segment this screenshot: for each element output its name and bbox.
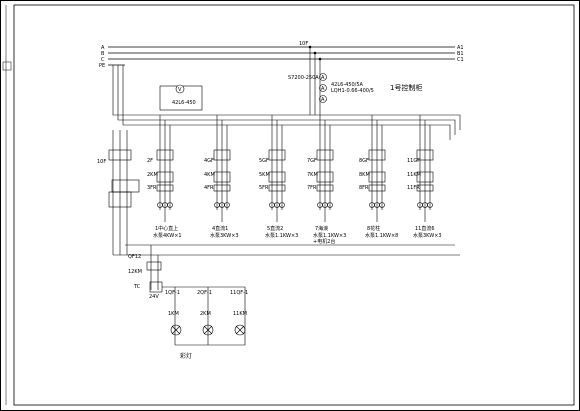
branch-6-note: 水泵3KW×3: [413, 232, 442, 239]
branch-4-note2: +电机2台: [313, 238, 335, 245]
incoming-unit: [108, 130, 140, 255]
light-switch-2: 2QF-1: [197, 290, 212, 296]
light-contactor-3: 11KM: [233, 311, 247, 317]
branch-3-breaker: 5GF: [259, 158, 269, 164]
light-contactor-1: 1KM: [168, 311, 179, 317]
title-strip-mark: [2, 61, 12, 71]
inner-frame: [13, 4, 575, 406]
lighting-circuit: [146, 245, 246, 346]
branch-4-note: 水泵1.1KW×3: [313, 232, 346, 239]
branch-5-note: 水泵1.1KW×8: [365, 232, 398, 239]
branch-3: [268, 115, 286, 222]
ammeter-model: 42L6-450/5A: [331, 82, 364, 88]
branch-2-relay: 4FR: [204, 185, 214, 191]
ammeter-icon-1: [319, 73, 327, 81]
branch-4: [316, 115, 334, 222]
branch-3-contactor: 5KM: [259, 172, 270, 178]
branch-5-relay: 8FR: [359, 185, 369, 191]
bus-label-a: A: [101, 45, 105, 51]
bus-label-pe: PE: [99, 63, 105, 69]
light-contactor-2: 2KM: [200, 311, 211, 317]
branch-1-contactor: 2KM: [147, 172, 158, 178]
branch-4-relay: 7FR: [307, 185, 317, 191]
voltmeter-model: 42L6-450: [172, 100, 196, 106]
branch-6-relay: 11FR: [407, 185, 420, 191]
branch-2-breaker: 4GF: [204, 158, 214, 164]
branch-6-contactor: 11KM: [407, 172, 421, 178]
bus-right-a1: A1: [457, 45, 464, 51]
bus-taps: [308, 45, 322, 72]
branch-2: [213, 115, 231, 222]
branch-5-name: 8花柱: [367, 225, 380, 232]
light-contactor: 12KM: [128, 269, 142, 275]
light-transformer: TC: [133, 284, 141, 290]
light-switch-1: 1QF-1: [165, 290, 180, 296]
branch-circuits: 2F2KM3FR1中心直上水泵4KW×14GF4KM4FR4直流1水泵3KW×3…: [147, 115, 442, 245]
branch-5-contactor: 8KM: [359, 172, 370, 178]
bus-right-c1: C1: [457, 57, 464, 63]
lamp-icon-2: [202, 324, 214, 336]
branch-6-name: 11直流6: [415, 225, 435, 232]
light-voltage: 24V: [149, 294, 159, 300]
ammeter-group: [309, 72, 327, 115]
ammeter-symbol-2: A: [321, 86, 325, 92]
branch-5: [368, 115, 386, 222]
branch-1-name: 1中心直上: [155, 225, 178, 232]
branch-1-note: 水泵4KW×1: [153, 232, 182, 239]
ammeter-icon-2: [319, 84, 327, 92]
branch-6-breaker: 11GF: [407, 158, 420, 164]
branch-3-name: 5直流2: [267, 225, 283, 232]
branch-3-note: 水泵1.1KW×3: [265, 232, 298, 239]
light-label: 彩灯: [180, 352, 192, 360]
branch-1-relay: 3FR: [147, 185, 157, 191]
bus-right-b1: B1: [457, 51, 464, 57]
control-bus: [113, 244, 460, 256]
lamp-icon-3: [234, 324, 246, 336]
sheet-label: 1号控制柜: [390, 83, 422, 92]
branch-2-contactor: 4KM: [204, 172, 215, 178]
branch-4-name: 7海浪: [315, 225, 328, 232]
main-breaker-id: 10F: [299, 41, 308, 47]
bus-label-c: C: [101, 57, 105, 63]
light-breaker: QF12: [128, 254, 141, 260]
branch-2-name: 4直流1: [212, 225, 228, 232]
voltmeter-symbol: V: [178, 87, 182, 93]
ammeter-symbol-1: A: [321, 75, 325, 81]
bus-group: [108, 46, 455, 66]
branch-6: [416, 115, 434, 222]
lamp-icon-1: [170, 324, 182, 336]
ammeter-icon-3: [319, 95, 327, 103]
voltmeter-icon: [175, 84, 185, 94]
ct-model: LQH1-0.66-400/5: [331, 88, 374, 94]
branch-4-contactor: 7KM: [307, 172, 318, 178]
branch-2-note: 水泵3KW×3: [210, 232, 239, 239]
ammeter-symbol-3: A: [321, 97, 325, 103]
incoming-breaker: 10F: [97, 159, 106, 165]
main-breaker-model: S7200-250A: [288, 75, 319, 81]
branch-1-breaker: 2F: [147, 158, 153, 164]
voltmeter-group: [159, 84, 203, 111]
branch-4-breaker: 7GF: [307, 158, 317, 164]
light-switch-3: 11QF-1: [230, 290, 248, 296]
feeder-lines: [112, 65, 461, 140]
branch-5-breaker: 8GF: [359, 158, 369, 164]
meter-box-icon: [111, 179, 140, 193]
bus-label-b: B: [101, 51, 105, 57]
branch-3-relay: 5FR: [259, 185, 269, 191]
branch-1: [156, 115, 174, 222]
